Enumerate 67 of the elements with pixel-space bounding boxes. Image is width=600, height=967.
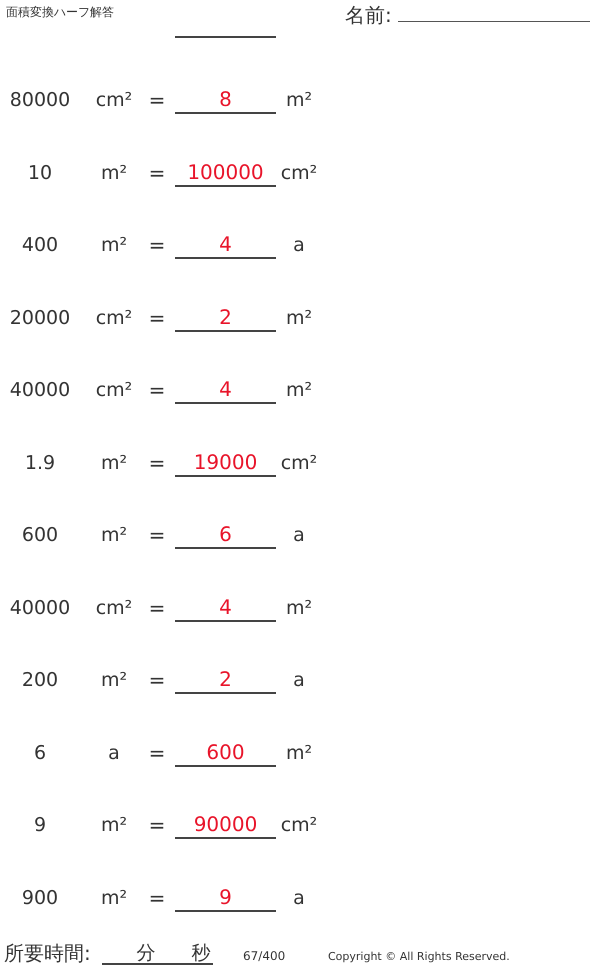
unit-text: cm² — [96, 89, 132, 111]
answer-field: 4 — [175, 231, 276, 259]
value-text: 600 — [22, 524, 58, 546]
equals-sign: = — [148, 813, 166, 837]
answer-field: 19000 — [175, 448, 276, 476]
answer-field: 4 — [175, 594, 276, 622]
equals-sign: = — [148, 88, 166, 112]
unit-text: cm² — [96, 379, 132, 401]
name-label: 名前: — [345, 2, 392, 29]
equals-sign: = — [148, 523, 166, 547]
unit-text: m² — [286, 379, 312, 401]
unit-text: m² — [100, 669, 128, 691]
value-text: 80000 — [10, 89, 70, 111]
unit-text: m² — [100, 886, 128, 908]
unit-text: a — [293, 669, 305, 691]
value-text: 20000 — [10, 306, 70, 328]
unit-text: m² — [100, 524, 128, 546]
unit-text: cm² — [96, 596, 132, 618]
value-text: 40000 — [10, 379, 70, 401]
unit-text: cm² — [280, 814, 318, 836]
answer-field: 100000 — [175, 158, 276, 186]
answer-field: 4 — [175, 376, 276, 404]
page-number: 67/400 — [243, 949, 286, 963]
value-text: 1.9 — [24, 452, 56, 474]
answer-field: 6 — [175, 521, 276, 549]
minutes-text: 分 — [136, 941, 156, 966]
equals-sign: = — [148, 306, 166, 330]
unit-text: cm² — [280, 162, 318, 184]
value-text: 400 — [22, 234, 58, 256]
unit-text: a — [293, 234, 305, 256]
answer-field: 2 — [175, 304, 276, 332]
copyright-text: Copyright © All Rights Reserved. — [328, 950, 510, 963]
unit-text: m² — [286, 89, 312, 111]
answer-field: 600 — [175, 738, 276, 766]
unit-text: a — [293, 886, 305, 908]
unit-text: cm² — [96, 306, 132, 328]
value-text: 40000 — [10, 596, 70, 618]
unit-text: m² — [100, 452, 128, 474]
value-text: 9 — [34, 814, 46, 836]
equals-sign: = — [148, 668, 166, 692]
equals-sign: = — [148, 596, 166, 620]
answer-field: 2 — [175, 666, 276, 694]
equals-sign: = — [148, 450, 166, 474]
unit-text: cm² — [280, 452, 318, 474]
equals-sign: = — [148, 160, 166, 184]
seconds-text: 秒 — [192, 941, 210, 966]
unit-text: m² — [100, 162, 128, 184]
answer-field: 9 — [175, 884, 276, 912]
unit-text: m² — [286, 596, 312, 618]
unit-text: m² — [100, 234, 128, 256]
value-text: 200 — [22, 669, 58, 691]
unit-text: m² — [286, 742, 312, 764]
value-text: 900 — [22, 886, 58, 908]
unit-text: a — [108, 742, 120, 764]
worksheet-title: 面積変換ハーフ解答 — [6, 4, 114, 21]
time-label: 所要時間: — [4, 940, 91, 967]
value-text: 6 — [34, 742, 46, 764]
answer-field: 90000 — [175, 811, 276, 839]
equals-sign: = — [148, 886, 166, 910]
equals-sign: = — [148, 233, 166, 257]
equals-sign: = — [148, 378, 166, 402]
equals-sign: = — [148, 740, 166, 764]
unit-text: a — [293, 524, 305, 546]
value-text: 10 — [28, 162, 52, 184]
answer-field: 8 — [175, 86, 276, 114]
unit-text: m² — [100, 814, 128, 836]
unit-text: m² — [286, 306, 312, 328]
